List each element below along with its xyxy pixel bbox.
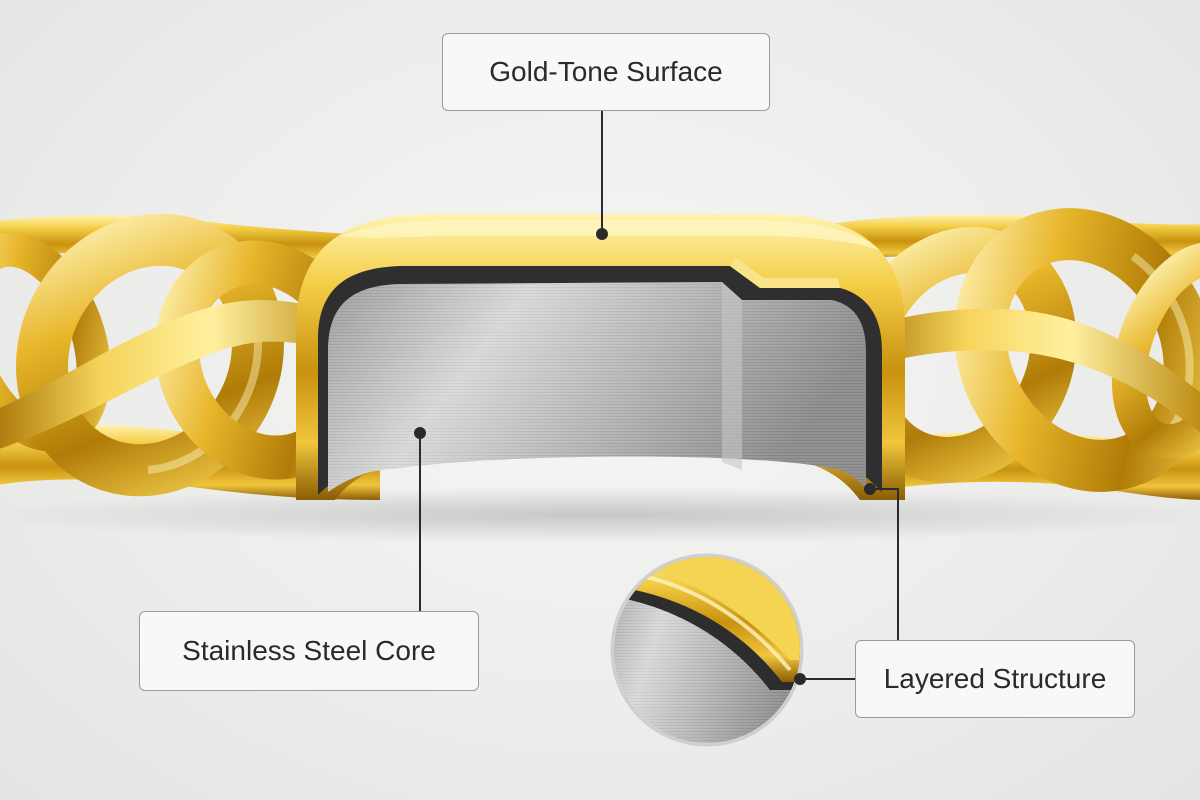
marker-dot-structure (865, 484, 875, 494)
marker-dot-surface (597, 229, 607, 239)
label-layered-structure: Layered Structure (855, 640, 1135, 718)
marker-dot-zoom (795, 674, 805, 684)
chain-shadow (0, 487, 1200, 543)
label-gold-tone-surface: Gold-Tone Surface (442, 33, 770, 111)
zoom-detail-circle (600, 550, 820, 750)
cutaway-link (296, 214, 905, 500)
marker-dot-core (415, 428, 425, 438)
label-stainless-steel-core: Stainless Steel Core (139, 611, 479, 691)
